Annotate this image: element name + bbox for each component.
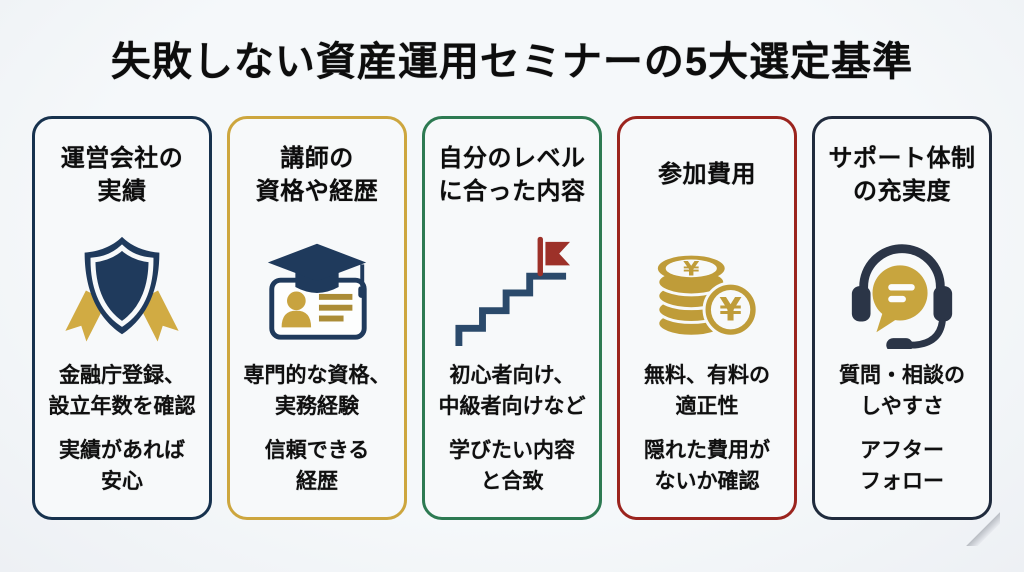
support-headset-icon: [843, 223, 961, 357]
card-title-line: 自分のレベル: [438, 144, 586, 172]
card-points: 初心者向け、 中級者向けなど 学びたい内容 と合致: [439, 360, 586, 497]
card-points: 質問・相談の しやすさ アフター フォロー: [839, 360, 965, 497]
card-title-line: 実績: [97, 178, 147, 205]
card-support-system: サポート体制 の充実度 質問・相談の: [812, 116, 992, 520]
card-title-line: 運営会社の: [60, 144, 184, 172]
point-text: 無料、有料の 適正性: [644, 364, 770, 418]
point-text: 金融庁登録、 設立年数を確認: [48, 364, 196, 418]
criteria-cards-row: 運営会社の 実績 金融庁登録、 設立年数を確認 実績があれば 安心: [32, 116, 992, 520]
shield-ribbon-icon: [63, 223, 181, 357]
point-text: アフター フォロー: [860, 439, 944, 493]
card-points: 専門的な資格、 実務経験 信頼できる 経歴: [244, 360, 391, 497]
card-participation-fee: 参加費用 ¥ ¥: [617, 116, 797, 520]
page-title: 失敗しない資産運用セミナーの5大選定基準: [110, 40, 914, 84]
card-company-track-record: 運営会社の 実績 金融庁登録、 設立年数を確認 実績があれば 安心: [32, 116, 212, 520]
card-title-line: 講師の: [280, 144, 354, 172]
point-text: 実績があれば 安心: [59, 439, 185, 493]
card-points: 金融庁登録、 設立年数を確認 実績があれば 安心: [49, 360, 196, 497]
point-text: 学びたい内容 と合致: [449, 439, 575, 493]
card-title: 講師の 資格や経歴: [256, 131, 379, 219]
card-title: サポート体制 の充実度: [829, 131, 976, 219]
card-title-line: 資格や経歴: [255, 178, 379, 205]
card-level-matched-content: 自分のレベル に合った内容 初心者向け、 中級者向けなど 学びたい内容 と合致: [422, 116, 602, 520]
card-title-line: サポート体制: [828, 144, 976, 172]
card-title-line: 参加費用: [658, 161, 756, 189]
card-title: 参加費用: [658, 131, 756, 219]
card-title: 自分のレベル に合った内容: [439, 131, 586, 219]
stairs-goal-flag-icon: [453, 223, 571, 357]
card-title-line: に合った内容: [438, 178, 586, 205]
svg-text:¥: ¥: [683, 258, 699, 280]
card-title: 運営会社の 実績: [61, 131, 184, 219]
card-instructor-credentials: 講師の 資格や経歴 専門的な資格、: [227, 116, 407, 520]
graduation-id-card-icon: [258, 223, 376, 357]
svg-text:¥: ¥: [719, 290, 742, 328]
point-text: 質問・相談の しやすさ: [839, 364, 965, 418]
point-text: 初心者向け、 中級者向けなど: [438, 364, 586, 418]
card-points: 無料、有料の 適正性 隠れた費用が ないか確認: [644, 360, 770, 497]
yen-coins-icon: ¥ ¥: [648, 223, 766, 357]
point-text: 隠れた費用が ないか確認: [644, 439, 770, 493]
card-title-line: の充実度: [853, 178, 951, 205]
point-text: 専門的な資格、 実務経験: [243, 364, 391, 418]
point-text: 信頼できる 経歴: [264, 439, 370, 493]
